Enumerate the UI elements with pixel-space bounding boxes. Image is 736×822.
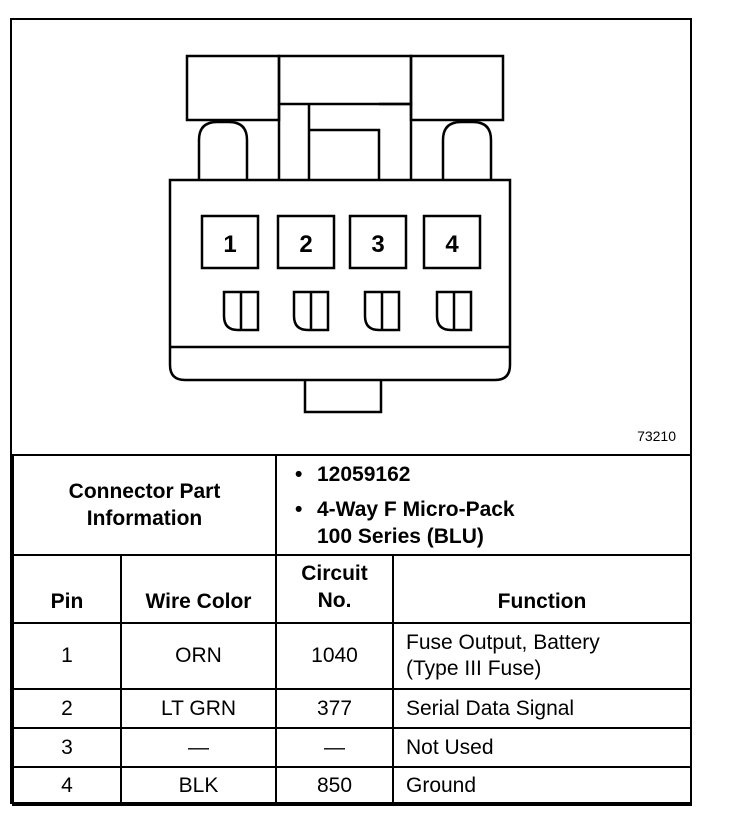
connector-body <box>168 178 512 382</box>
cavity-1-label: 1 <box>223 231 236 258</box>
cavity-2-label: 2 <box>299 231 312 258</box>
table-row: 1 ORN 1040 Fuse Output, Battery (Type II… <box>12 622 692 690</box>
connector-face-illustration: 1 2 3 4 <box>168 54 512 414</box>
circuit-header-line1: Circuit <box>301 562 368 585</box>
part-info-label-line2: Information <box>86 507 203 530</box>
bullet: • <box>295 462 303 486</box>
center-latch-block <box>277 54 413 106</box>
part-info-values-cell: • 12059162 • 4-Way F Micro-Pack 100 Seri… <box>275 454 692 556</box>
connector-drawing: 1 2 3 4 73210 <box>12 20 690 456</box>
wire-color-cell: BLK <box>120 766 277 806</box>
connector-info-table: Connector Part Information • 12059162 • … <box>12 454 692 806</box>
cavity-4-label: 4 <box>445 231 459 258</box>
circuit-cell: 1040 <box>275 622 394 690</box>
cavity-3-label: 3 <box>371 231 384 258</box>
wire-color-header: Wire Color <box>120 554 277 624</box>
list-item: • 4-Way F Micro-Pack 100 Series (BLU) <box>295 496 690 550</box>
pin-cell: 3 <box>12 727 122 768</box>
pin-cell: 1 <box>12 622 122 690</box>
function-header: Function <box>392 554 692 624</box>
part-description: 4-Way F Micro-Pack <box>317 497 515 521</box>
circuit-cell: — <box>275 727 394 768</box>
cavity-boxes: 1 2 3 4 <box>200 214 482 270</box>
function-cell: Ground <box>392 766 692 806</box>
right-latch-block <box>409 54 505 122</box>
function-text: Fuse Output, Battery <box>406 631 600 654</box>
right-latch-arm <box>441 120 493 180</box>
wire-color-cell: LT GRN <box>120 688 277 729</box>
bottom-key <box>303 380 383 414</box>
table-row: 4 BLK 850 Ground <box>12 766 692 806</box>
function-cell: Fuse Output, Battery (Type III Fuse) <box>392 622 692 690</box>
function-text-line2: (Type III Fuse) <box>406 657 542 680</box>
function-cell: Not Used <box>392 727 692 768</box>
cavity-1 <box>200 214 260 270</box>
wire-color-cell: ORN <box>120 622 277 690</box>
bullet: • <box>295 497 303 521</box>
circuit-cell: 850 <box>275 766 394 806</box>
part-info-label-cell: Connector Part Information <box>12 454 277 556</box>
part-number: 12059162 <box>317 462 411 486</box>
wire-color-cell: — <box>120 727 277 768</box>
table-row: 2 LT GRN 377 Serial Data Signal <box>12 688 692 729</box>
cavity-3 <box>348 214 408 270</box>
left-latch-block <box>185 54 281 122</box>
connector-sheet: 1 2 3 4 73210 Connector Part Information <box>10 18 692 806</box>
terminal-slots <box>222 290 473 332</box>
table-header-row: Pin Wire Color Circuit No. Function <box>12 554 692 624</box>
part-info-row: Connector Part Information • 12059162 • … <box>12 454 692 556</box>
pin-header: Pin <box>12 554 122 624</box>
circuit-header-line2: No. <box>317 589 352 612</box>
circuit-header: Circuit No. <box>275 554 394 624</box>
figure-number: 73210 <box>637 428 676 444</box>
list-item: • 12059162 <box>295 461 690 488</box>
table-row: 3 — — Not Used <box>12 727 692 768</box>
pin-cell: 2 <box>12 688 122 729</box>
center-latch-arms <box>277 102 413 180</box>
part-description-line2: 100 Series (BLU) <box>317 524 484 548</box>
cavity-2 <box>276 214 336 270</box>
cavity-4 <box>422 214 482 270</box>
function-cell: Serial Data Signal <box>392 688 692 729</box>
left-latch-arm <box>197 120 249 180</box>
part-info-label-line1: Connector Part <box>68 480 221 503</box>
pin-cell: 4 <box>12 766 122 806</box>
part-info-list: • 12059162 • 4-Way F Micro-Pack 100 Seri… <box>277 461 690 550</box>
circuit-cell: 377 <box>275 688 394 729</box>
